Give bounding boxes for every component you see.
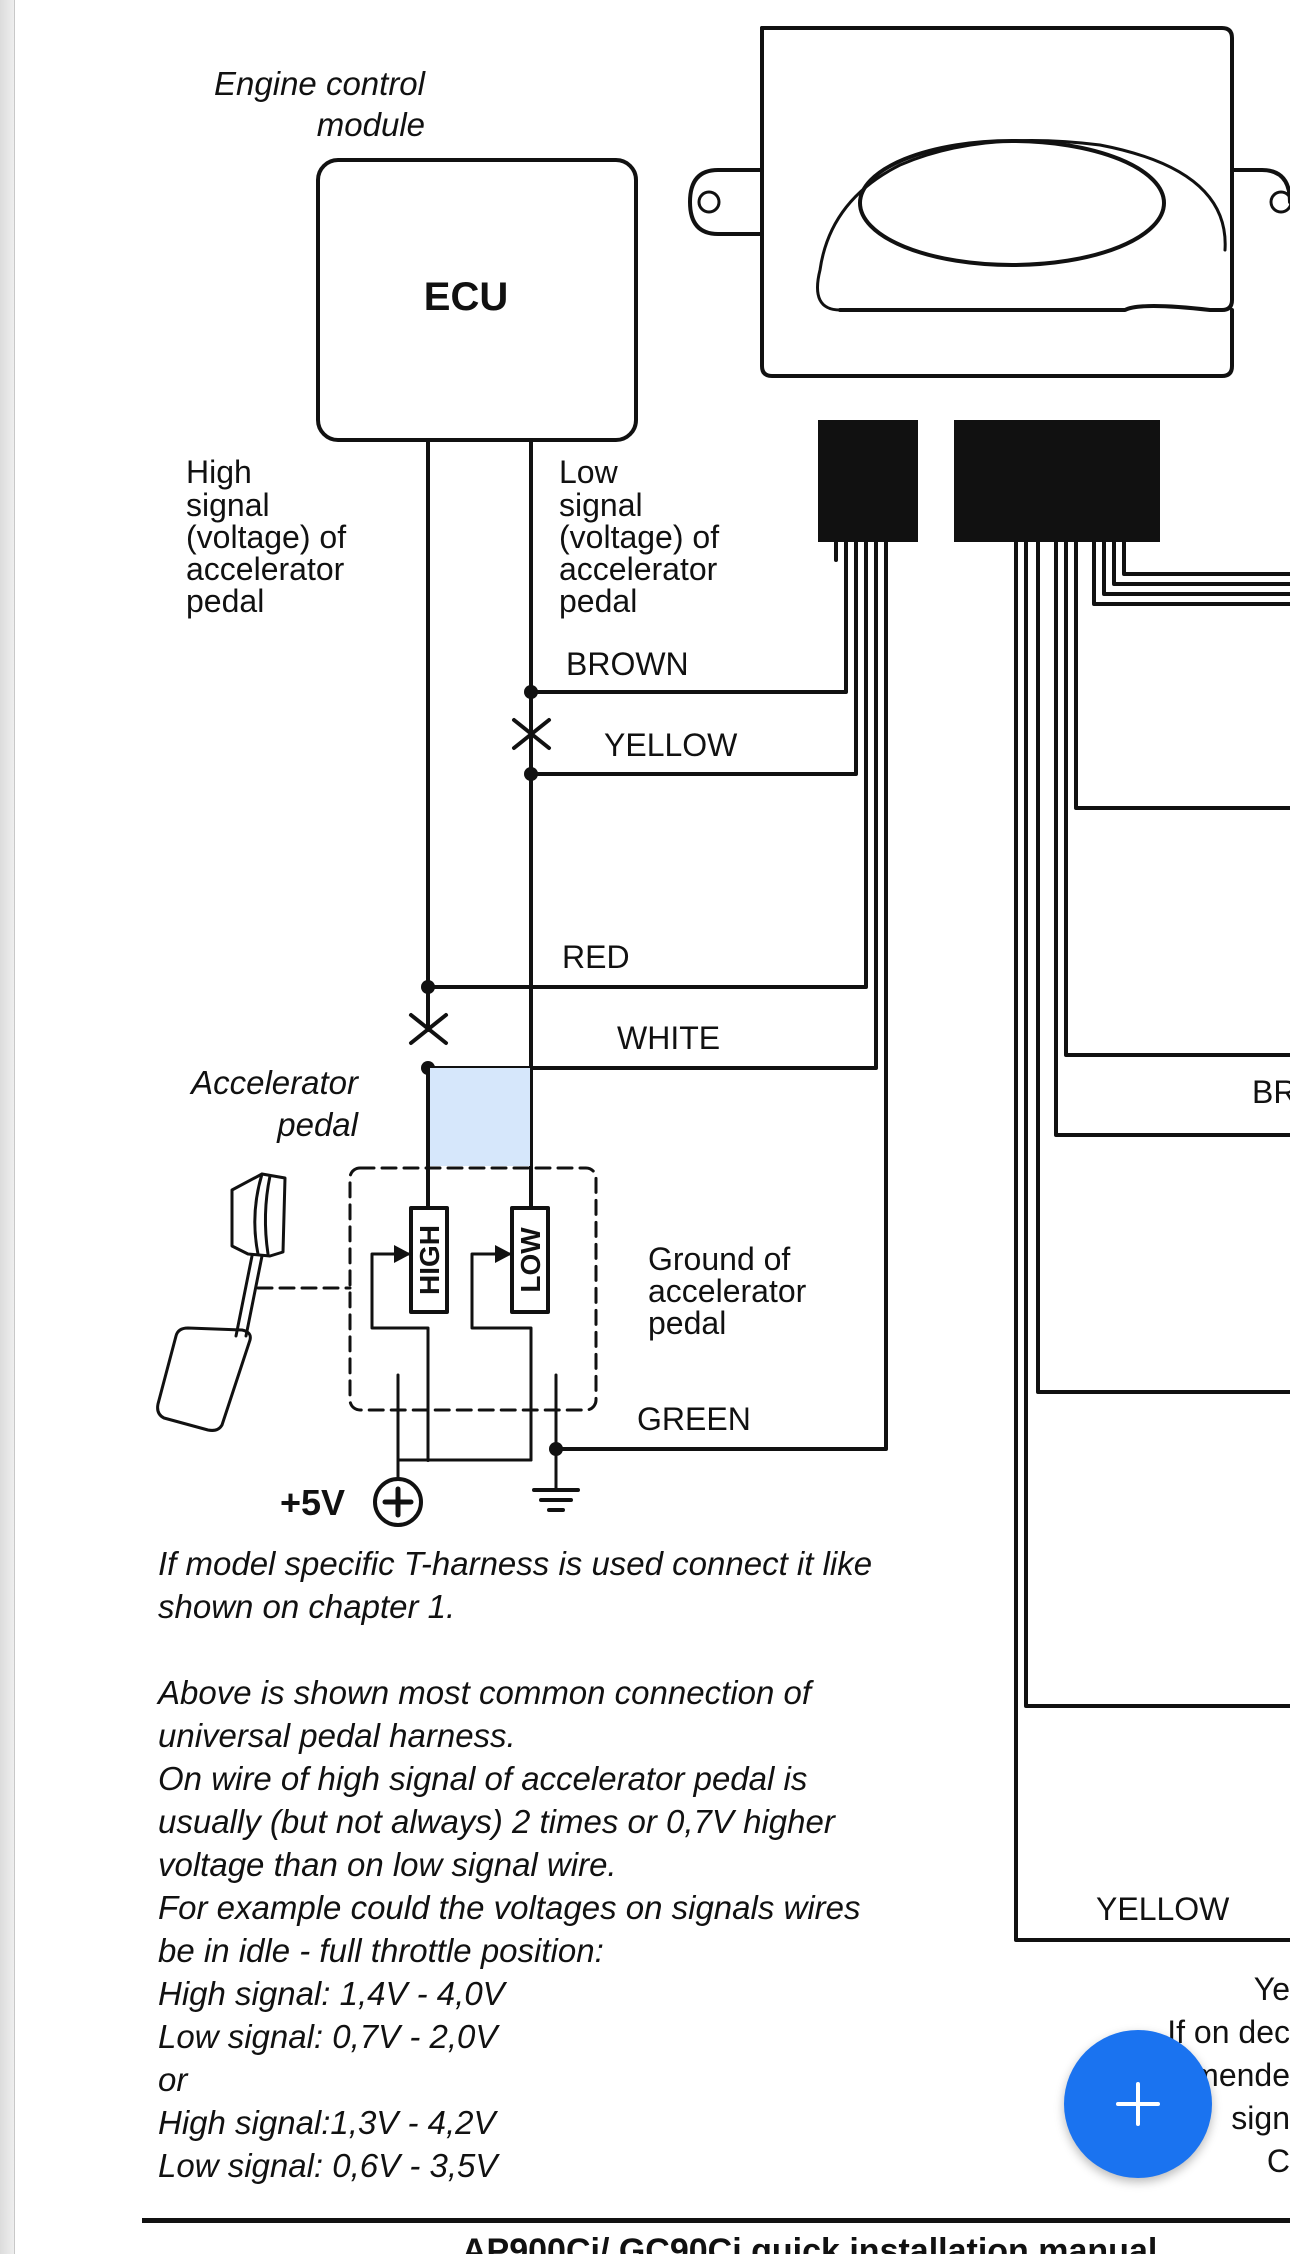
wire-label-brown: BROWN bbox=[566, 646, 689, 682]
high-signal-label-4: accelerator bbox=[186, 551, 345, 587]
plus-supply-icon bbox=[373, 1477, 423, 1527]
right-partial-text-2: If on dec bbox=[1167, 2014, 1290, 2050]
highlight-area bbox=[430, 1068, 530, 1166]
page-edge-shadow bbox=[0, 0, 15, 2254]
wire-label-yellow-top: YELLOW bbox=[604, 727, 738, 763]
pedal-caption-line1: Accelerator bbox=[189, 1064, 360, 1101]
footer-title: AP900Ci/ GC90Ci quick installation manua… bbox=[462, 2232, 1158, 2254]
high-signal-label-2: signal bbox=[186, 487, 270, 523]
note-line: or bbox=[158, 2061, 188, 2098]
note-line: shown on chapter 1. bbox=[158, 1588, 456, 1625]
wire-label-red: RED bbox=[562, 939, 630, 975]
device-unit bbox=[688, 26, 1290, 378]
note-line: Low signal: 0,6V - 3,5V bbox=[158, 2147, 498, 2184]
connector-right bbox=[954, 420, 1160, 542]
supply-label: +5V bbox=[280, 1482, 345, 1523]
note-line: High signal:1,3V - 4,2V bbox=[158, 2104, 496, 2141]
high-signal-label-5: pedal bbox=[186, 583, 264, 619]
sensor-low-label: LOW bbox=[515, 1227, 546, 1293]
note-line: If model specific T-harness is used conn… bbox=[158, 1545, 873, 1582]
ground-label-3: pedal bbox=[648, 1305, 726, 1341]
ecu-box bbox=[316, 158, 638, 442]
right-partial-text-5: C bbox=[1267, 2143, 1290, 2179]
note-line: High signal: 1,4V - 4,0V bbox=[158, 1975, 505, 2012]
wire-label-yellow-bottom: YELLOW bbox=[1096, 1891, 1230, 1927]
note-line: Low signal: 0,7V - 2,0V bbox=[158, 2018, 498, 2055]
note-line: universal pedal harness. bbox=[158, 1717, 516, 1754]
right-partial-text-1: Ye bbox=[1254, 1971, 1290, 2007]
note-line: usually (but not always) 2 times or 0,7V… bbox=[158, 1803, 835, 1840]
module-caption-line1: Engine control bbox=[214, 65, 427, 102]
low-signal-label-3: (voltage) of bbox=[559, 519, 719, 555]
low-signal-label-4: accelerator bbox=[559, 551, 718, 587]
sensor-box bbox=[348, 1166, 598, 1412]
high-signal-label-1: High bbox=[186, 454, 252, 490]
plus-icon bbox=[1116, 2082, 1160, 2126]
high-signal-label-3: (voltage) of bbox=[186, 519, 346, 555]
note-line: Above is shown most common connection of bbox=[158, 1674, 811, 1711]
note-line: voltage than on low signal wire. bbox=[158, 1846, 617, 1883]
footer-divider bbox=[142, 2218, 1290, 2223]
ground-label-2: accelerator bbox=[648, 1273, 807, 1309]
low-signal-label-5: pedal bbox=[559, 583, 637, 619]
accelerator-pedal-icon bbox=[156, 1172, 352, 1432]
pedal-caption-line2: pedal bbox=[276, 1106, 359, 1143]
ground-label-1: Ground of bbox=[648, 1241, 790, 1277]
note-line: For example could the voltages on signal… bbox=[158, 1889, 861, 1926]
installation-notes: If model specific T-harness is used conn… bbox=[158, 1542, 958, 2187]
right-partial-text-4: sign bbox=[1231, 2100, 1290, 2136]
cut-marks bbox=[409, 718, 551, 1045]
low-signal-label-1: Low bbox=[559, 454, 619, 490]
wire-label-green: GREEN bbox=[637, 1401, 751, 1437]
ecu-label: ECU bbox=[424, 275, 508, 319]
connector-left bbox=[818, 420, 918, 542]
sensor-high-label: HIGH bbox=[414, 1225, 445, 1295]
note-line: be in idle - full throttle position: bbox=[158, 1932, 604, 1969]
wire-label-br-partial: BR bbox=[1252, 1074, 1290, 1110]
module-caption-line2: module bbox=[317, 106, 425, 143]
low-signal-label-2: signal bbox=[559, 487, 643, 523]
wire-label-white: WHITE bbox=[617, 1020, 720, 1056]
note-line: On wire of high signal of accelerator pe… bbox=[158, 1760, 808, 1797]
add-button[interactable] bbox=[1064, 2030, 1212, 2178]
ground-icon bbox=[532, 1488, 580, 1512]
